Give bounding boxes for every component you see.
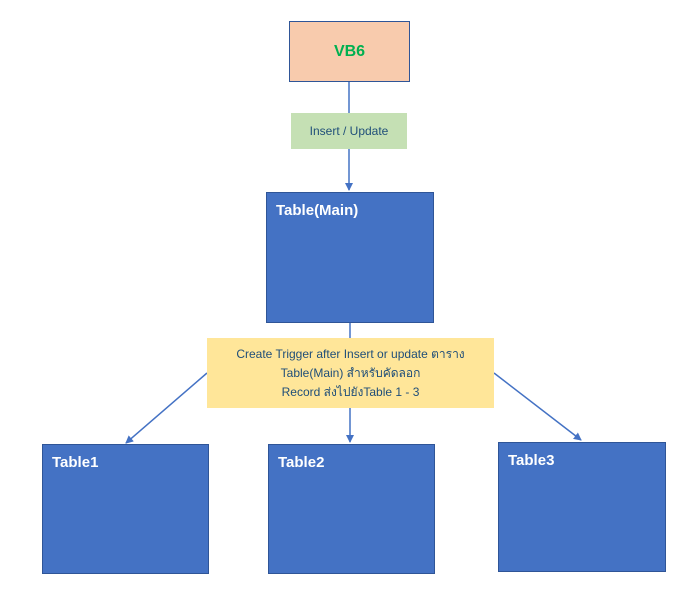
trigger-label-box: Create Trigger after Insert or update ตา…: [207, 338, 494, 408]
table2-node: Table2: [268, 444, 435, 574]
trigger-label-line-2: Table(Main) สำหรับคัดลอก: [280, 365, 421, 380]
table1-node: Table1: [42, 444, 209, 574]
trigger-label-line-3: Record ส่งไปยังTable 1 - 3: [281, 384, 420, 399]
vb6-label: VB6: [333, 42, 366, 60]
connector-to-table3: [493, 372, 582, 441]
insert-update-label-box: Insert / Update: [291, 113, 407, 149]
vb6-node: VB6: [289, 21, 410, 82]
table1-label: Table1: [52, 454, 99, 471]
table2-label: Table2: [278, 454, 325, 471]
trigger-label-line-1: Create Trigger after Insert or update ตา…: [236, 346, 465, 361]
connector-to-table1: [125, 372, 208, 444]
insert-update-label: Insert / Update: [309, 124, 389, 138]
table3-node: Table3: [498, 442, 666, 572]
table3-label: Table3: [508, 452, 555, 469]
table-main-node: Table(Main): [266, 192, 434, 323]
table-main-label: Table(Main): [276, 202, 359, 219]
